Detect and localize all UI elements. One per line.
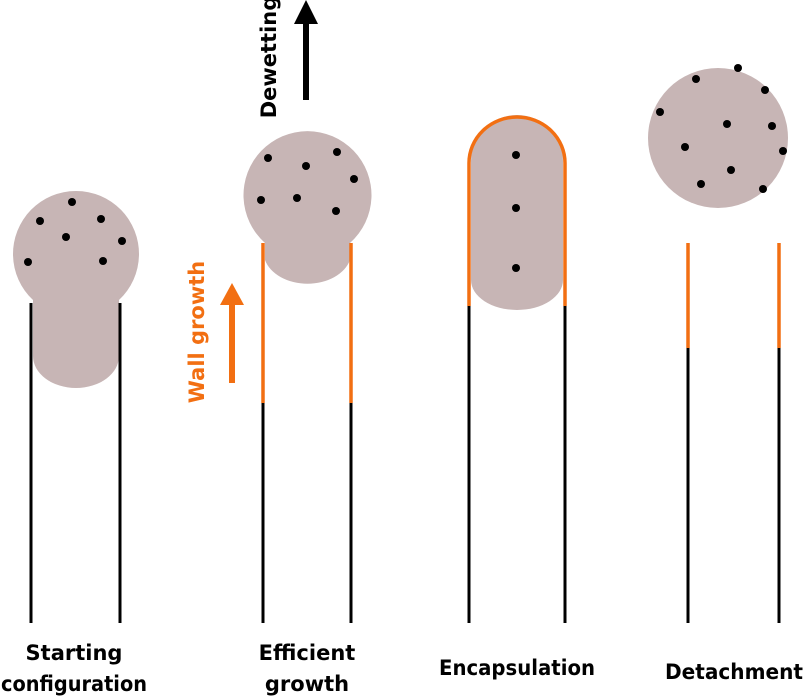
particle (512, 151, 520, 159)
label-starting-line2: configuration (1, 672, 147, 696)
particle (99, 257, 107, 265)
label-efficient-line1: Efficient (259, 641, 356, 665)
particle (692, 75, 700, 83)
label-efficient-line2: growth (265, 672, 349, 696)
particle (779, 147, 787, 155)
particle (681, 143, 689, 151)
particle (761, 86, 769, 94)
label-wall-growth: Wall growth (185, 261, 209, 404)
particle (350, 175, 358, 183)
particle (36, 217, 44, 225)
particle (68, 198, 76, 206)
particle (62, 233, 70, 241)
particles-encapsulation (512, 151, 520, 272)
stage-encapsulation (467, 115, 567, 623)
particle (734, 64, 742, 72)
particle (118, 237, 126, 245)
droplet-starting (13, 190, 139, 388)
particle (332, 207, 340, 215)
stage-efficient-growth (220, 0, 372, 623)
label-starting-line1: Starting (26, 641, 123, 665)
droplet-detachment (648, 68, 788, 208)
label-detachment: Detachment (665, 660, 803, 684)
particle (727, 166, 735, 174)
stage-detachment (648, 64, 788, 623)
droplet-efficient (243, 131, 372, 284)
particle (24, 258, 32, 266)
particle (512, 264, 520, 272)
label-encapsulation: Encapsulation (439, 656, 595, 680)
particle (97, 215, 105, 223)
droplet-encapsulation (471, 115, 563, 310)
particle (759, 185, 767, 193)
particle (293, 194, 301, 202)
particles-efficient (257, 148, 358, 215)
particle (302, 162, 310, 170)
particle (333, 148, 341, 156)
particle (512, 204, 520, 212)
particle (723, 120, 731, 128)
particle (264, 154, 272, 162)
wall-growth-arrow (220, 283, 244, 383)
dewetting-arrow (294, 0, 318, 100)
particles-starting (24, 198, 126, 266)
label-dewetting: Dewetting (257, 0, 281, 118)
particle (768, 122, 776, 130)
wall-new-encapsulation (467, 115, 567, 306)
particle (656, 108, 664, 116)
particles-detachment (656, 64, 787, 193)
particle (697, 180, 705, 188)
stage-starting-configuration (13, 190, 139, 623)
particle (257, 196, 265, 204)
